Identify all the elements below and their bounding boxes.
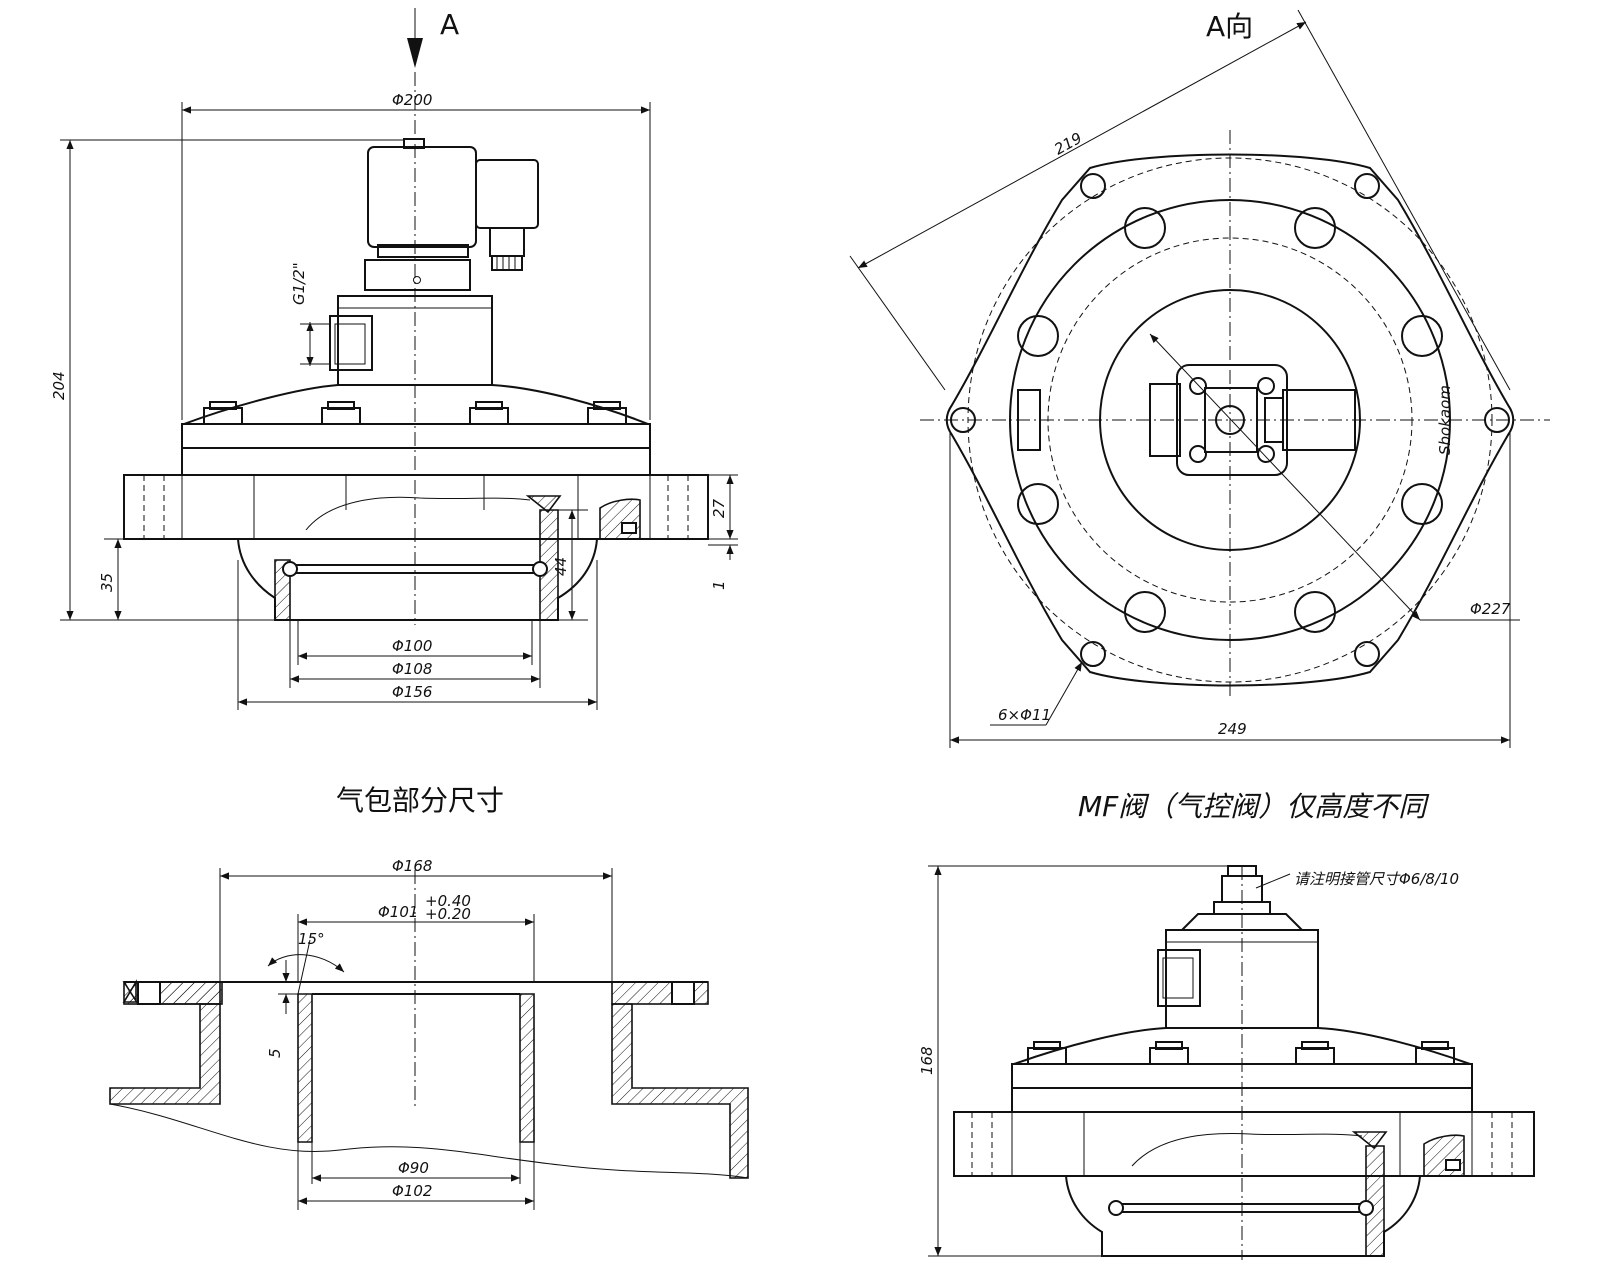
connector-plug xyxy=(475,159,539,229)
dim-diameter-156: Φ156 xyxy=(392,683,432,701)
dim-249: 249 xyxy=(1218,720,1247,738)
dim-thread-g12: G1/2" xyxy=(290,262,308,305)
mf-body-upper xyxy=(1165,929,1319,1028)
dim-diameter-101: Φ101 xyxy=(378,903,418,921)
outlet-body xyxy=(237,538,598,621)
view-arrow-label: A xyxy=(440,8,459,41)
dim-tol-upper: +0.40 xyxy=(425,892,471,910)
dim-diameter-90: Φ90 xyxy=(398,1159,429,1177)
view-arrow-head xyxy=(407,38,423,68)
wall-left xyxy=(109,1003,221,1105)
cover-dome xyxy=(183,384,649,425)
cover-bolts xyxy=(203,401,627,425)
o-ring-right xyxy=(532,561,548,577)
o-ring-left xyxy=(282,561,298,577)
dim-angle-15: 15° xyxy=(298,930,325,948)
valve-body-upper xyxy=(337,295,493,385)
label-plate xyxy=(1017,389,1041,451)
flange-outline xyxy=(945,153,1515,687)
mf-view-title: MF阀（气控阀）仅高度不同 xyxy=(1078,790,1430,823)
mf-outlet-body xyxy=(1065,1175,1421,1257)
dim-diameter-102: Φ102 xyxy=(392,1182,432,1200)
section-view: 气包部分尺寸 15° 5 Φ168 Φ101 +0.40 xyxy=(109,784,749,1210)
front-view: A xyxy=(50,8,738,710)
dim-height-204: 204 xyxy=(50,371,68,400)
mf-flange xyxy=(953,1111,1535,1177)
mf-valve-view: MF阀（气控阀）仅高度不同 请注明接管尺寸Φ6/8/10 xyxy=(918,790,1535,1260)
dim-diameter-227: Φ227 xyxy=(1470,600,1511,618)
mf-tube-wall-right xyxy=(1365,1145,1385,1257)
dim-27: 27 xyxy=(710,498,728,518)
dim-tol-lower: +0.20 xyxy=(425,905,471,923)
connector-gland xyxy=(489,227,525,257)
dim-diameter-100: Φ100 xyxy=(392,637,432,655)
dim-1: 1 xyxy=(710,580,728,590)
break-line xyxy=(305,496,531,531)
section-view-title: 气包部分尺寸 xyxy=(336,784,504,817)
dim-44: 44 xyxy=(552,557,570,576)
solenoid-coil xyxy=(367,146,477,248)
mf-cover-bolts xyxy=(1027,1041,1455,1065)
body-ring xyxy=(181,447,651,476)
dim-219: 219 xyxy=(1051,129,1085,159)
mf-callout: 请注明接管尺寸Φ6/8/10 xyxy=(1294,870,1459,888)
mf-inlet-port xyxy=(1157,949,1201,1007)
dim-line-219 xyxy=(857,21,1307,269)
flange xyxy=(123,474,709,540)
brand-text: Sbokaom xyxy=(1436,385,1454,455)
seat-lip xyxy=(525,495,562,514)
dim-holes: 6×Φ11 xyxy=(998,706,1051,724)
end-view: A向 Sbokaom xyxy=(849,9,1550,748)
tube-left xyxy=(297,993,313,1143)
coil-collar xyxy=(377,244,469,258)
dim-diameter-200: Φ200 xyxy=(392,91,432,109)
dim-35: 35 xyxy=(98,573,116,592)
pilot-body xyxy=(364,259,471,291)
wall-right xyxy=(611,1003,749,1179)
inlet-port xyxy=(329,315,373,371)
dim-diameter-108: Φ108 xyxy=(392,660,432,678)
dim-5: 5 xyxy=(266,1048,284,1058)
section-break-line xyxy=(109,1103,749,1179)
connector-nut xyxy=(491,255,523,271)
tube-right xyxy=(519,993,535,1143)
dim-height-168: 168 xyxy=(918,1046,936,1075)
dim-diameter-168: Φ168 xyxy=(392,857,432,875)
end-view-title: A向 xyxy=(1206,10,1253,43)
cover-plate xyxy=(181,423,651,449)
mf-o-ring-groove xyxy=(1115,1203,1367,1213)
coil-cap xyxy=(403,138,425,149)
